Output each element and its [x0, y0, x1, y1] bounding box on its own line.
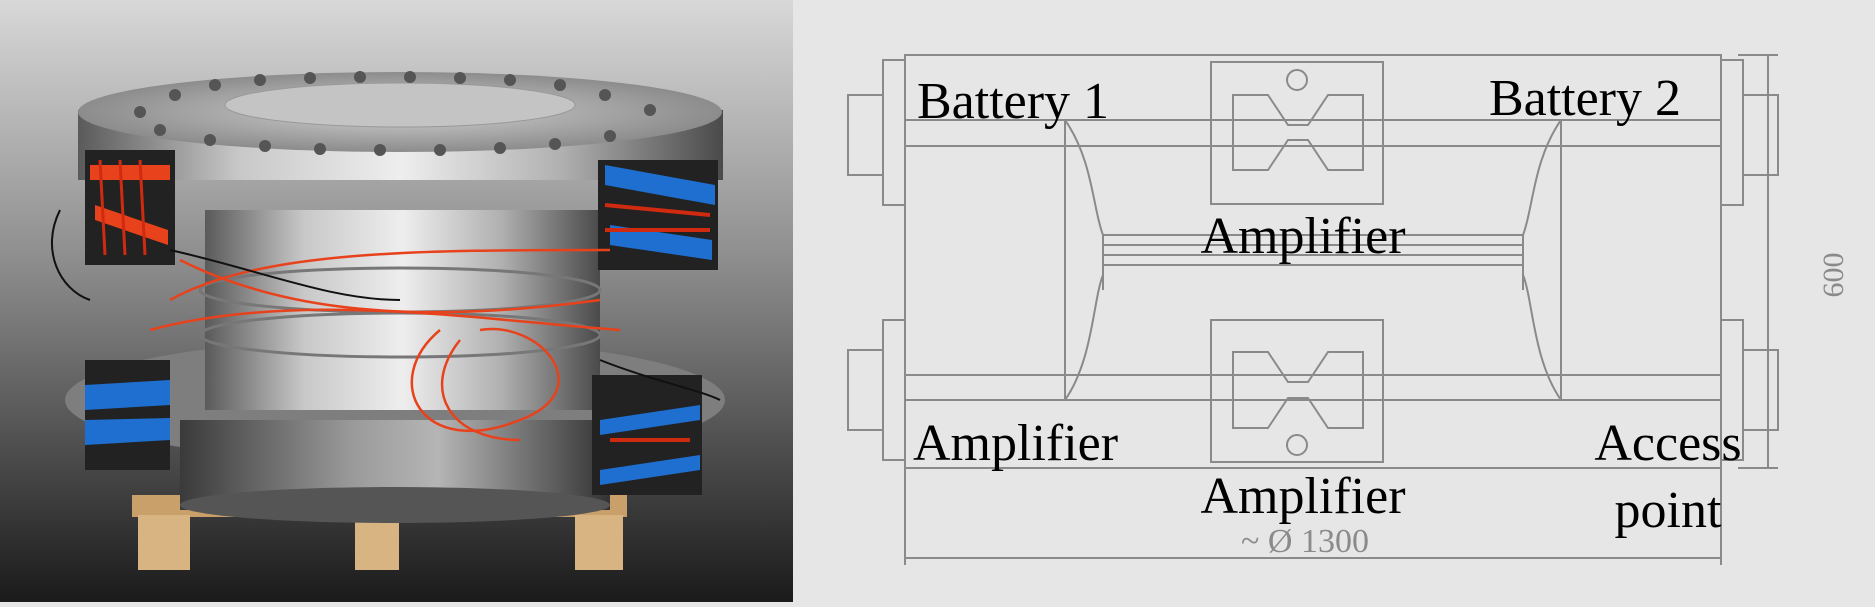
dimension-diameter: ~ Ø 1300: [1241, 523, 1369, 560]
cables: [149, 248, 621, 442]
dimension-height: 600: [1817, 253, 1850, 298]
label-battery-1: Battery 1: [917, 73, 1109, 130]
label-amplifier-top: Amplifier: [1200, 208, 1405, 265]
photo-illustration: [0, 0, 793, 602]
label-battery-2: Battery 2: [1489, 70, 1681, 127]
drawing-lines: [847, 54, 1779, 565]
sensor-assembly-photo: [0, 0, 793, 602]
bolt-holes: [134, 71, 656, 156]
label-amplifier-left: Amplifier: [913, 415, 1118, 472]
technical-drawing: Battery 1 Battery 2 Amplifier Amplifier …: [793, 0, 1875, 602]
battery-pack-blue: [598, 160, 718, 270]
black-cables: [51, 209, 721, 401]
battery-pack-red: [85, 150, 175, 265]
amplifier-pack-left: [85, 360, 170, 470]
access-point-pack: [592, 375, 702, 495]
label-access-point-line2: point: [1615, 482, 1722, 539]
label-access-point-line1: Access: [1594, 415, 1741, 472]
drawing-canvas: Battery 1 Battery 2 Amplifier Amplifier …: [793, 0, 1875, 602]
label-amplifier-bottom: Amplifier: [1200, 468, 1405, 525]
